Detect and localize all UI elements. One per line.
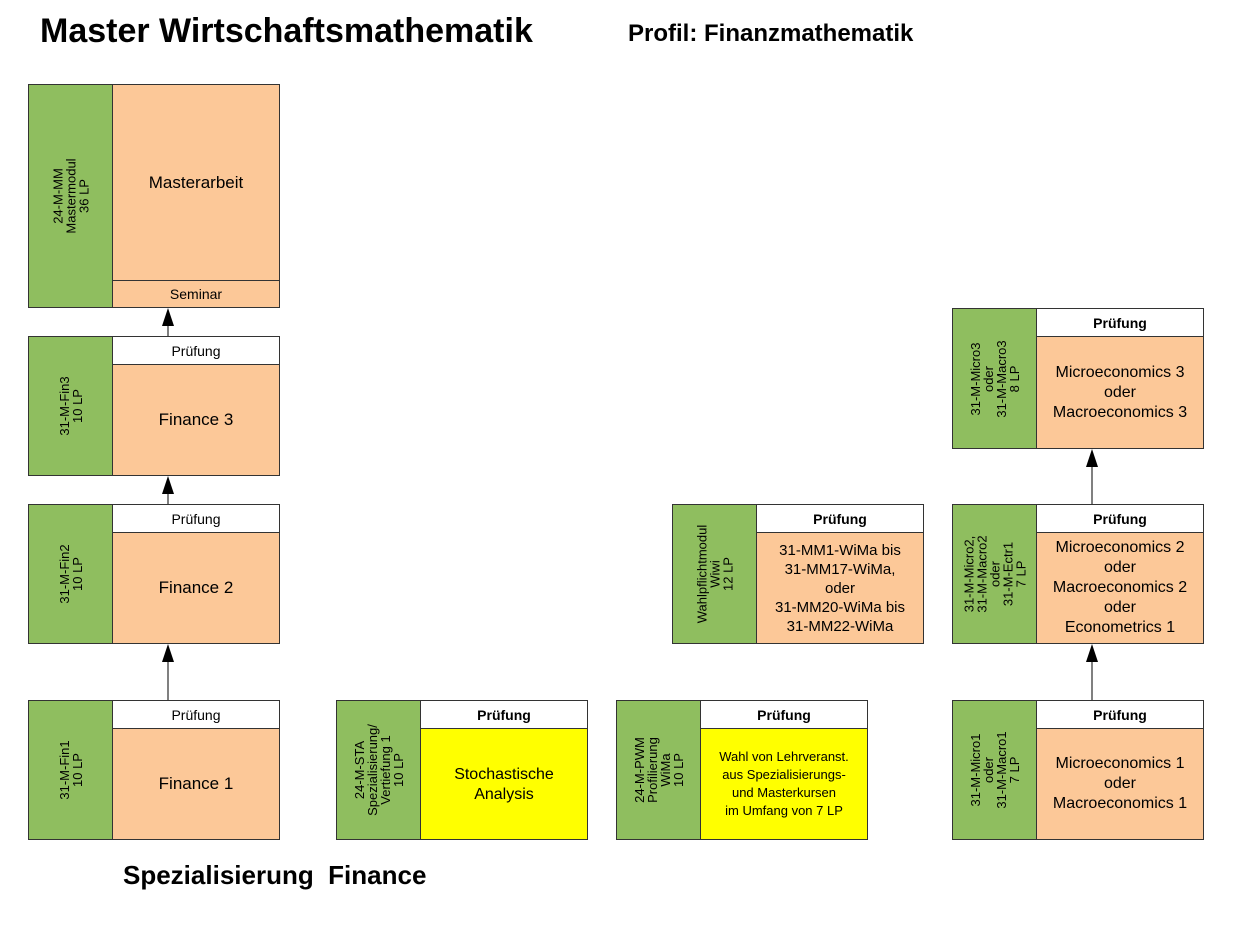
- module-micro1-body: Microeconomics 1 oder Macroeconomics 1: [1036, 728, 1204, 840]
- module-fin1-exam: Prüfung: [112, 700, 280, 729]
- profile-title: Profil: Finanzmathematik: [628, 20, 914, 47]
- arrow-fin1-to-fin2: [162, 644, 174, 700]
- module-micro2-exam: Prüfung: [1036, 504, 1204, 533]
- module-fin2-side: 31-M-Fin2 10 LP: [28, 504, 113, 644]
- module-sta-side: 24-M-STA Spezialisierung/ Vertiefung 1 1…: [336, 700, 421, 840]
- arrow-fin3-to-master: [162, 308, 174, 336]
- module-wiwi-body: 31-MM1-WiMa bis 31-MM17-WiMa, oder 31-MM…: [756, 532, 924, 644]
- module-fin2-body: Finance 2: [112, 532, 280, 644]
- module-micro3-body: Microeconomics 3 oder Macroeconomics 3: [1036, 336, 1204, 449]
- module-fin1-side: 31-M-Fin1 10 LP: [28, 700, 113, 840]
- module-micro1-exam: Prüfung: [1036, 700, 1204, 729]
- page-title: Master Wirtschaftsmathematik: [40, 12, 533, 50]
- module-micro2-side: 31-M-Micro2, 31-M-Macro2 oder 31-M-Ectr1…: [952, 504, 1037, 644]
- module-fin3-body: Finance 3: [112, 364, 280, 476]
- module-micro3-exam: Prüfung: [1036, 308, 1204, 337]
- module-fin1-body: Finance 1: [112, 728, 280, 840]
- module-micro3-side: 31-M-Micro3 oder 31-M-Macro3 8 LP: [952, 308, 1037, 449]
- specialization-title: Spezialisierung Finance: [123, 860, 427, 890]
- seminar-box: Seminar: [112, 280, 280, 308]
- arrow-fin2-to-fin3: [162, 476, 174, 504]
- module-sta-body: Stochastische Analysis: [420, 728, 588, 840]
- module-fin2-exam: Prüfung: [112, 504, 280, 533]
- module-pwm-side: 24-M-PWM Profilierung WiMa 10 LP: [616, 700, 701, 840]
- arrow-micro2-to-micro3: [1086, 449, 1098, 504]
- arrow-micro1-to-micro2: [1086, 644, 1098, 700]
- module-wiwi-side: Wahlpflichtmodul Wiwi 12 LP: [672, 504, 757, 644]
- masterarbeit-label: Masterarbeit: [148, 173, 244, 192]
- module-master-side: 24-M-MM Mastermodul 36 LP: [28, 84, 113, 308]
- module-fin3-side: 31-M-Fin3 10 LP: [28, 336, 113, 476]
- seminar-label: Seminar: [169, 286, 223, 302]
- module-sta-exam: Prüfung: [420, 700, 588, 729]
- module-micro2-body: Microeconomics 2 oder Macroeconomics 2 o…: [1036, 532, 1204, 644]
- module-pwm-body: Wahl von Lehrveranst. aus Spezialisierun…: [700, 728, 868, 840]
- module-micro1-side: 31-M-Micro1 oder 31-M-Macro1 7 LP: [952, 700, 1037, 840]
- module-master-body: Masterarbeit: [112, 84, 280, 281]
